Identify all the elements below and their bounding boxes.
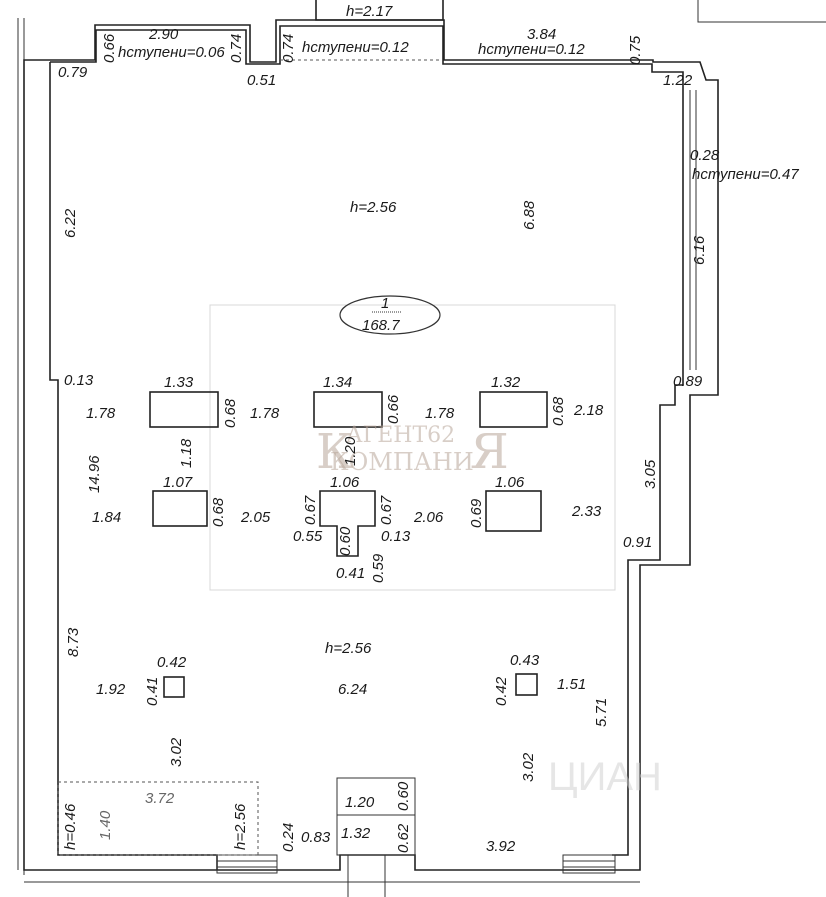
dim-2-05: 2.05 xyxy=(240,509,271,526)
dim-0-51: 0.51 xyxy=(247,72,276,89)
room-label-ellipse xyxy=(339,295,441,335)
right-entrance-steps xyxy=(562,854,616,874)
dim-1-20a: 1.20 xyxy=(342,436,359,466)
column-r2-c3 xyxy=(485,490,542,532)
porch xyxy=(336,777,416,897)
top-right-detail xyxy=(697,0,826,23)
height-corner-b: h=2.56 xyxy=(232,803,249,850)
svg-text:К: К xyxy=(316,424,353,480)
dim-1-78a: 1.78 xyxy=(86,405,116,422)
dim-3-92: 3.92 xyxy=(486,838,516,855)
dim-1-07: 1.07 xyxy=(163,474,193,491)
dim-2-33: 2.33 xyxy=(571,503,602,520)
column-r1-c1 xyxy=(149,391,219,428)
dim-0-62: 0.62 xyxy=(395,823,412,853)
column-small-left xyxy=(163,676,185,698)
dim-0-69: 0.69 xyxy=(468,498,485,528)
step-left: hступени=0.06 xyxy=(118,44,225,61)
dim-2-18: 2.18 xyxy=(573,402,604,419)
dim-0-24: 0.24 xyxy=(280,823,297,852)
bottom-left-dashed-area xyxy=(57,781,259,856)
room-number: 1 xyxy=(381,295,389,312)
dim-0-68b: 0.68 xyxy=(550,396,567,426)
dim-1-32a: 1.32 xyxy=(491,374,521,391)
watermark-frame xyxy=(209,304,616,591)
dim-3-02a: 3.02 xyxy=(168,737,185,767)
dim-0-42a: 0.42 xyxy=(157,654,187,671)
dim-1-18: 1.18 xyxy=(178,438,195,468)
dim-0-74b: 0.74 xyxy=(280,34,297,63)
dim-1-33: 1.33 xyxy=(164,374,194,391)
dim-3-84: 3.84 xyxy=(527,26,556,43)
dim-0-68a: 0.68 xyxy=(222,398,239,428)
dim-2-90: 2.90 xyxy=(148,26,179,43)
height-corner-a: h=0.46 xyxy=(62,803,79,850)
dim-3-72: 3.72 xyxy=(145,790,175,807)
dim-1-84: 1.84 xyxy=(92,509,121,526)
dim-1-32b: 1.32 xyxy=(341,825,371,842)
dim-0-66b: 0.66 xyxy=(385,394,402,424)
dim-0-41a: 0.41 xyxy=(336,565,365,582)
dim-0-91: 0.91 xyxy=(623,534,652,551)
dim-0-83: 0.83 xyxy=(301,829,331,846)
dim-0-41b: 0.41 xyxy=(144,677,161,706)
dim-6-22: 6.22 xyxy=(62,208,79,238)
dim-6-16: 6.16 xyxy=(691,235,708,265)
dim-0-42b: 0.42 xyxy=(493,676,510,706)
height-upper: h=2.56 xyxy=(350,199,397,216)
dim-1-06a: 1.06 xyxy=(330,474,360,491)
dim-1-40: 1.40 xyxy=(97,810,114,840)
column-r1-c2 xyxy=(313,391,383,428)
dim-1-51: 1.51 xyxy=(557,676,586,693)
dim-0-66: 0.66 xyxy=(101,33,118,63)
column-r2-c1 xyxy=(152,490,208,527)
dim-3-05: 3.05 xyxy=(642,459,659,489)
dim-0-59: 0.59 xyxy=(370,553,387,583)
dim-1-78b: 1.78 xyxy=(250,405,280,422)
dim-3-02b: 3.02 xyxy=(520,752,537,782)
dim-0-60a: 0.60 xyxy=(337,526,354,556)
dim-14-96: 14.96 xyxy=(86,455,103,493)
dim-0-79: 0.79 xyxy=(58,64,88,81)
dim-0-43: 0.43 xyxy=(510,652,540,669)
dim-1-06b: 1.06 xyxy=(495,474,525,491)
dim-0-13a: 0.13 xyxy=(64,372,94,389)
dim-0-28: 0.28 xyxy=(690,147,720,164)
room-area: 168.7 xyxy=(362,317,400,334)
step-right: hступени=0.12 xyxy=(478,41,585,58)
dim-2-06: 2.06 xyxy=(413,509,444,526)
height-lower: h=2.56 xyxy=(325,640,372,657)
dim-5-71: 5.71 xyxy=(593,698,610,727)
dim-1-34: 1.34 xyxy=(323,374,352,391)
dim-0-89: 0.89 xyxy=(673,373,703,390)
step-mid: hступени=0.12 xyxy=(302,39,409,56)
column-r1-c3 xyxy=(479,391,548,428)
dim-0-67a: 0.67 xyxy=(302,495,319,525)
svg-text:КОМПАНИ: КОМПАНИ xyxy=(330,448,474,476)
step-side: hступени=0.47 xyxy=(692,166,799,183)
dim-0-55: 0.55 xyxy=(293,528,323,545)
agency-watermark: К АГЕНТ62 КОМПАНИ Я xyxy=(316,423,509,480)
column-small-right xyxy=(515,673,538,696)
dim-6-24: 6.24 xyxy=(338,681,367,698)
dim-0-74a: 0.74 xyxy=(228,34,245,63)
dim-0-67b: 0.67 xyxy=(378,495,395,525)
corner-watermark: ЦИАН xyxy=(548,755,662,799)
dim-1-20b: 1.20 xyxy=(345,794,375,811)
svg-text:АГЕНТ62: АГЕНТ62 xyxy=(346,423,455,448)
dim-0-75: 0.75 xyxy=(627,35,644,65)
dim-0-13b: 0.13 xyxy=(381,528,411,545)
dim-8-73: 8.73 xyxy=(65,627,82,657)
dim-1-22: 1.22 xyxy=(663,72,693,89)
dim-0-60b: 0.60 xyxy=(395,781,412,811)
dim-0-68c: 0.68 xyxy=(210,497,227,527)
dim-1-92: 1.92 xyxy=(96,681,126,698)
dim-1-78c: 1.78 xyxy=(425,405,455,422)
dim-6-88: 6.88 xyxy=(521,200,538,230)
svg-text:Я: Я xyxy=(470,424,509,480)
height-top: h=2.17 xyxy=(346,3,393,20)
column-r2-c2 xyxy=(319,490,376,557)
